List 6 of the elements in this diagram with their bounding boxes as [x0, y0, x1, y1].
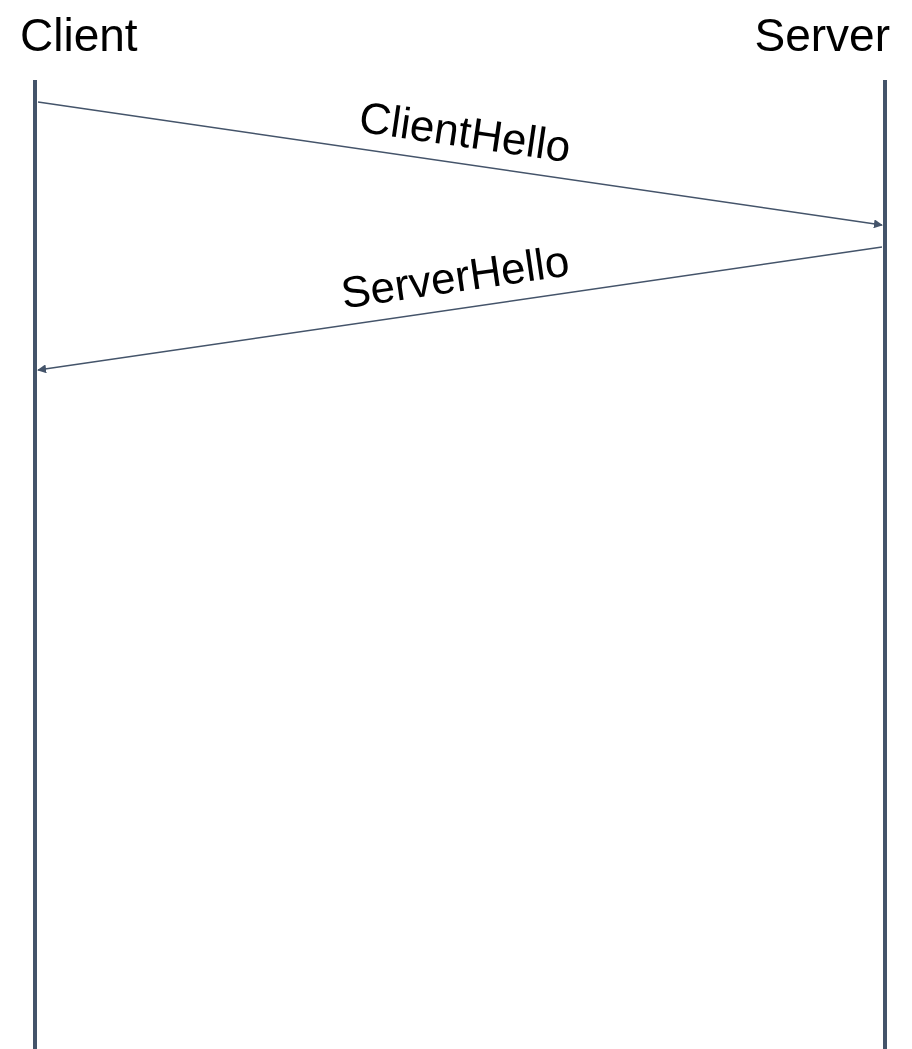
arrow	[37, 101, 883, 229]
participant-label: Client	[20, 12, 138, 58]
arrow	[37, 246, 883, 374]
edge-label: ClientHello	[356, 94, 574, 169]
participant-label: Server	[754, 12, 890, 58]
edge-label: ServerHello	[338, 238, 573, 316]
